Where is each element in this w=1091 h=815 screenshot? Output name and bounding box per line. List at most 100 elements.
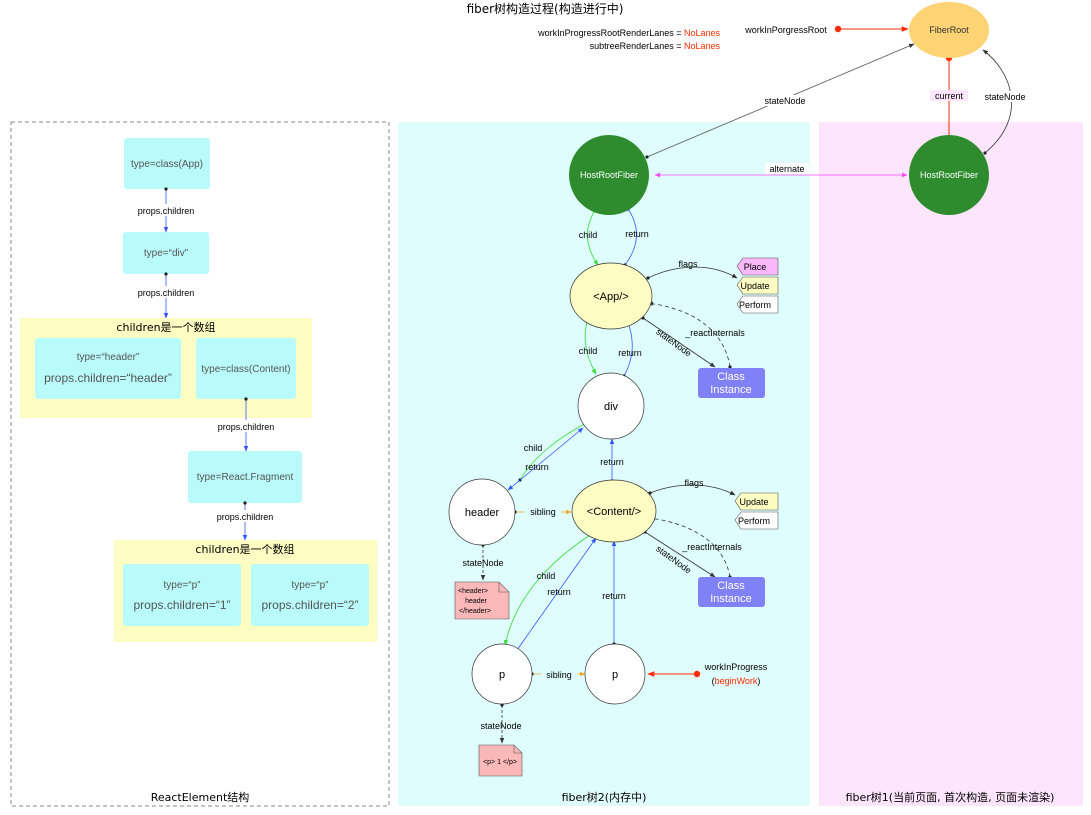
- label-flags-app: flags: [678, 259, 698, 269]
- label-statenode-wip-hostroot: stateNode: [764, 96, 805, 106]
- wip-root-label: workInPorgressRoot: [744, 25, 827, 35]
- header-fiber-label: header: [465, 507, 500, 519]
- p-dom-node: [478, 744, 523, 777]
- div-fiber-label: div: [604, 401, 619, 413]
- label-statenode-header: stateNode: [462, 558, 503, 568]
- label-child-content-p1: child: [537, 571, 556, 581]
- element-p2: [251, 564, 369, 626]
- label-current: current: [935, 91, 964, 101]
- label-return-p1-content: return: [547, 587, 571, 597]
- fiber-root-label: FiberRoot: [929, 25, 969, 35]
- element-p2-props: props.children=“2”: [261, 598, 358, 612]
- label-child-hostroot-app: child: [579, 230, 598, 240]
- host-root-fiber-current: [909, 135, 989, 215]
- flag-perform-content-label: Perform: [738, 516, 770, 526]
- p2-fiber-node: [584, 643, 646, 705]
- host-root-fiber-current-label: HostRootFiber: [920, 170, 978, 180]
- label-return-header-div: return: [525, 462, 549, 472]
- label-alternate: alternate: [769, 164, 804, 174]
- flag-perform-app-label: Perform: [739, 300, 771, 310]
- wip-pointer-label: workInProgress: [704, 662, 768, 672]
- flag-perform-content: [734, 511, 779, 530]
- p2-fiber-label: p: [612, 669, 618, 681]
- flag-update-app: [736, 276, 779, 295]
- label-return-app-hostroot: return: [625, 229, 649, 239]
- fiber-root-node: [909, 2, 989, 58]
- label-child-div-header: child: [524, 443, 543, 453]
- element-header-type: type=“header”: [77, 352, 140, 363]
- array-box-2-title: children是一个数组: [195, 542, 294, 556]
- array-box-1-title: children是一个数组: [116, 320, 215, 334]
- fiber2-panel-caption: fiber树2(内存中): [562, 790, 647, 804]
- label-return-content-div: return: [600, 457, 624, 467]
- edge-app-hostroot-return: [623, 205, 637, 267]
- element-p1: [123, 564, 241, 626]
- label-return-div-app: return: [618, 348, 642, 358]
- props-children-label-2: props.children: [138, 288, 195, 298]
- element-p2-type: type=“p”: [292, 580, 329, 591]
- label-internals-app: _reactInternals: [684, 328, 745, 338]
- class-instance-app: [698, 368, 765, 398]
- element-fragment: [188, 451, 302, 503]
- element-p1-type: type=“p”: [164, 580, 201, 591]
- div-fiber-node: [577, 372, 645, 440]
- label-statenode-current-hostroot: stateNode: [984, 92, 1025, 102]
- flag-update-content-label: Update: [739, 497, 768, 507]
- edge-p1-content-return: [515, 537, 597, 652]
- class-instance-content: [698, 577, 765, 607]
- class-instance-content-line2: Instance: [710, 593, 752, 605]
- class-instance-app-line1: Class: [717, 371, 745, 383]
- label-sibling-header-content: sibling: [530, 507, 556, 517]
- element-header: [35, 338, 181, 399]
- element-content-label: type=class(Content): [201, 364, 290, 375]
- header-dom-node: [454, 581, 510, 620]
- element-div: [123, 232, 209, 274]
- app-fiber-node: [569, 262, 653, 330]
- flag-place-app-label: Place: [744, 262, 767, 272]
- flag-perform-app: [736, 295, 779, 314]
- props-children-label-4: props.children: [217, 512, 274, 522]
- edge-app-flags: [646, 266, 738, 280]
- props-children-label-3: props.children: [218, 422, 275, 432]
- app-fiber-label: <App/>: [593, 291, 628, 303]
- label-flags-content: flags: [684, 478, 704, 488]
- label-sibling-p1-p2: sibling: [546, 670, 572, 680]
- host-root-fiber-wip: [569, 135, 649, 215]
- header-dom-line1: <header>: [458, 588, 488, 595]
- fiber1-panel: [819, 122, 1083, 806]
- label-return-p2-content: return: [602, 591, 626, 601]
- class-instance-app-line2: Instance: [710, 384, 752, 396]
- fiber1-panel-caption: fiber树1(当前页面, 首次构造, 页面未渲染): [846, 790, 1055, 804]
- element-app-label: type=class(App): [131, 159, 203, 170]
- p1-fiber-node: [471, 643, 533, 705]
- edge-content-flags: [648, 484, 736, 496]
- p-dom-label: <p> 1 </p>: [483, 759, 517, 766]
- element-p1-props: props.children=“1”: [133, 598, 230, 612]
- props-children-label-1: props.children: [138, 206, 195, 216]
- diagram-title: fiber树构造过程(构造进行中): [467, 1, 624, 16]
- label-child-app-div: child: [579, 346, 598, 356]
- wip-pointer-value: (beginWork): [712, 676, 761, 686]
- subtree-lanes-line: subtreeRenderLanes = NoLanes: [590, 41, 721, 51]
- react-element-panel-caption: ReactElement结构: [151, 790, 250, 804]
- p1-fiber-label: p: [499, 669, 505, 681]
- element-div-label: type=“div”: [144, 248, 188, 259]
- edge-instance-app-internals: [647, 301, 732, 369]
- element-content: [196, 338, 296, 399]
- class-instance-content-line1: Class: [717, 580, 745, 592]
- element-header-props: props.children=“header”: [44, 371, 172, 385]
- flag-update-app-label: Update: [740, 281, 769, 291]
- flag-place-app: [736, 257, 779, 276]
- content-fiber-label: <Content/>: [587, 506, 641, 518]
- host-root-fiber-wip-label: HostRootFiber: [580, 170, 638, 180]
- header-dom-line3: </header>: [459, 608, 491, 615]
- label-internals-content: _reactInternals: [681, 542, 742, 552]
- header-fiber-node: [448, 478, 516, 546]
- element-fragment-label: type=React.Fragment: [197, 472, 294, 483]
- content-fiber-node: [571, 479, 657, 543]
- header-dom-line2: header: [465, 598, 487, 605]
- flag-update-content: [734, 492, 779, 511]
- render-lanes-line: workInProgressRootRenderLanes = NoLanes: [537, 28, 720, 38]
- edge-instance-content-internals: [649, 516, 732, 579]
